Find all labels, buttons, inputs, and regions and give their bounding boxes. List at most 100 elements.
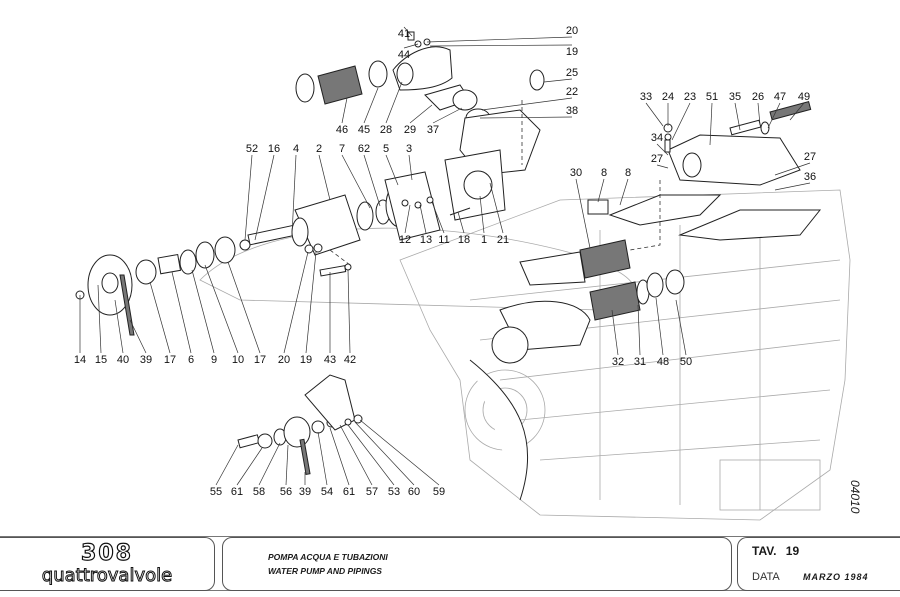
part-callout-28: 28 <box>380 124 392 136</box>
leader-line <box>204 264 239 354</box>
part-callout-5: 5 <box>383 143 389 155</box>
thermostat-housing-group <box>295 31 545 176</box>
leader-line <box>404 204 411 234</box>
part-callout-8: 8 <box>625 167 631 179</box>
leader-line <box>114 299 124 354</box>
date-label: DATA <box>752 571 780 583</box>
leader-line <box>305 251 317 354</box>
part-callout-12: 12 <box>399 234 411 246</box>
leader-line <box>329 427 350 486</box>
leader-line <box>757 102 761 126</box>
leader-line <box>363 87 379 124</box>
leader-line <box>283 251 309 354</box>
part-callout-17: 17 <box>254 354 266 366</box>
pulley-group <box>75 236 352 336</box>
part-callout-14: 14 <box>74 354 86 366</box>
part-callout-7: 7 <box>339 143 345 155</box>
leader-line <box>385 154 399 186</box>
part-callout-61: 61 <box>343 486 355 498</box>
part-callout-1: 1 <box>481 234 487 246</box>
leader-line <box>408 154 413 181</box>
leader-line <box>774 182 811 191</box>
part-callout-57: 57 <box>366 486 378 498</box>
part-callout-36: 36 <box>804 171 816 183</box>
part-callout-61: 61 <box>231 486 243 498</box>
leader-line <box>149 281 171 354</box>
part-callout-43: 43 <box>324 354 336 366</box>
title-box: POMPA ACQUA E TUBAZIONI WATER PUMP AND P… <box>222 537 732 591</box>
part-callout-47: 47 <box>774 91 786 103</box>
part-callout-22: 22 <box>566 86 578 98</box>
part-callout-54: 54 <box>321 486 333 498</box>
leader-line <box>426 36 573 43</box>
leader-line <box>432 107 463 124</box>
leader-line <box>403 43 419 49</box>
part-callout-34: 34 <box>651 132 663 144</box>
sheet-code: 04010 <box>848 480 862 514</box>
part-callout-19: 19 <box>566 46 578 58</box>
part-callout-6: 6 <box>188 354 194 366</box>
part-callout-50: 50 <box>680 356 692 368</box>
part-callout-13: 13 <box>420 234 432 246</box>
title-block-top-rule <box>0 536 900 537</box>
leader-line <box>354 421 415 486</box>
logo-box: 308 quattrovalvole <box>0 537 215 591</box>
leader-line <box>258 442 281 486</box>
leader-line <box>637 304 641 356</box>
part-callout-15: 15 <box>95 354 107 366</box>
table-value: 19 <box>785 544 800 558</box>
leader-line <box>481 97 573 111</box>
part-callout-10: 10 <box>232 354 244 366</box>
leader-line <box>409 104 433 124</box>
part-callout-11: 11 <box>438 234 449 246</box>
part-callout-23: 23 <box>684 91 696 103</box>
part-callout-4: 4 <box>293 143 299 155</box>
part-callout-9: 9 <box>211 354 217 366</box>
leader-line <box>317 431 328 486</box>
leader-line <box>597 178 605 203</box>
part-callout-8: 8 <box>601 167 607 179</box>
leader-line <box>767 102 781 129</box>
leader-line <box>675 299 687 356</box>
leader-line <box>479 195 485 234</box>
part-callout-29: 29 <box>404 124 416 136</box>
leader-line <box>575 178 591 249</box>
part-callout-44: 44 <box>398 49 410 61</box>
leader-line <box>489 182 504 234</box>
part-callout-20: 20 <box>278 354 290 366</box>
part-callout-27: 27 <box>651 153 663 165</box>
part-callout-31: 31 <box>634 356 646 368</box>
part-callout-52: 52 <box>246 143 258 155</box>
leader-line <box>341 154 371 209</box>
part-callout-45: 45 <box>358 124 370 136</box>
part-callout-2: 2 <box>316 143 322 155</box>
part-callout-51: 51 <box>706 91 718 103</box>
part-callout-39: 39 <box>299 486 311 498</box>
leader-line <box>227 261 261 354</box>
leader-line <box>385 81 403 124</box>
leader-line <box>359 419 440 486</box>
leader-line <box>236 447 263 486</box>
part-callout-32: 32 <box>612 356 624 368</box>
part-callout-41: 41 <box>398 28 410 40</box>
leader-line <box>543 78 573 83</box>
tensioner-group <box>237 374 363 476</box>
leader-line <box>171 271 192 354</box>
part-callout-37: 37 <box>427 124 439 136</box>
table-number: TAV. 19 <box>752 544 799 558</box>
part-callout-16: 16 <box>268 143 280 155</box>
coolant-pipe-group <box>469 269 685 501</box>
table-label: TAV. <box>752 544 777 558</box>
model-name-logo: quattrovalvole <box>41 565 173 587</box>
leader-line <box>656 143 669 156</box>
leader-line <box>403 26 413 37</box>
leader-line <box>244 154 253 241</box>
leader-line <box>191 269 215 354</box>
leader-line <box>215 444 239 486</box>
leader-line <box>431 201 445 234</box>
leader-line <box>97 284 102 354</box>
leader-line <box>285 444 289 486</box>
water-pump-group <box>239 149 506 256</box>
part-callout-53: 53 <box>388 486 400 498</box>
